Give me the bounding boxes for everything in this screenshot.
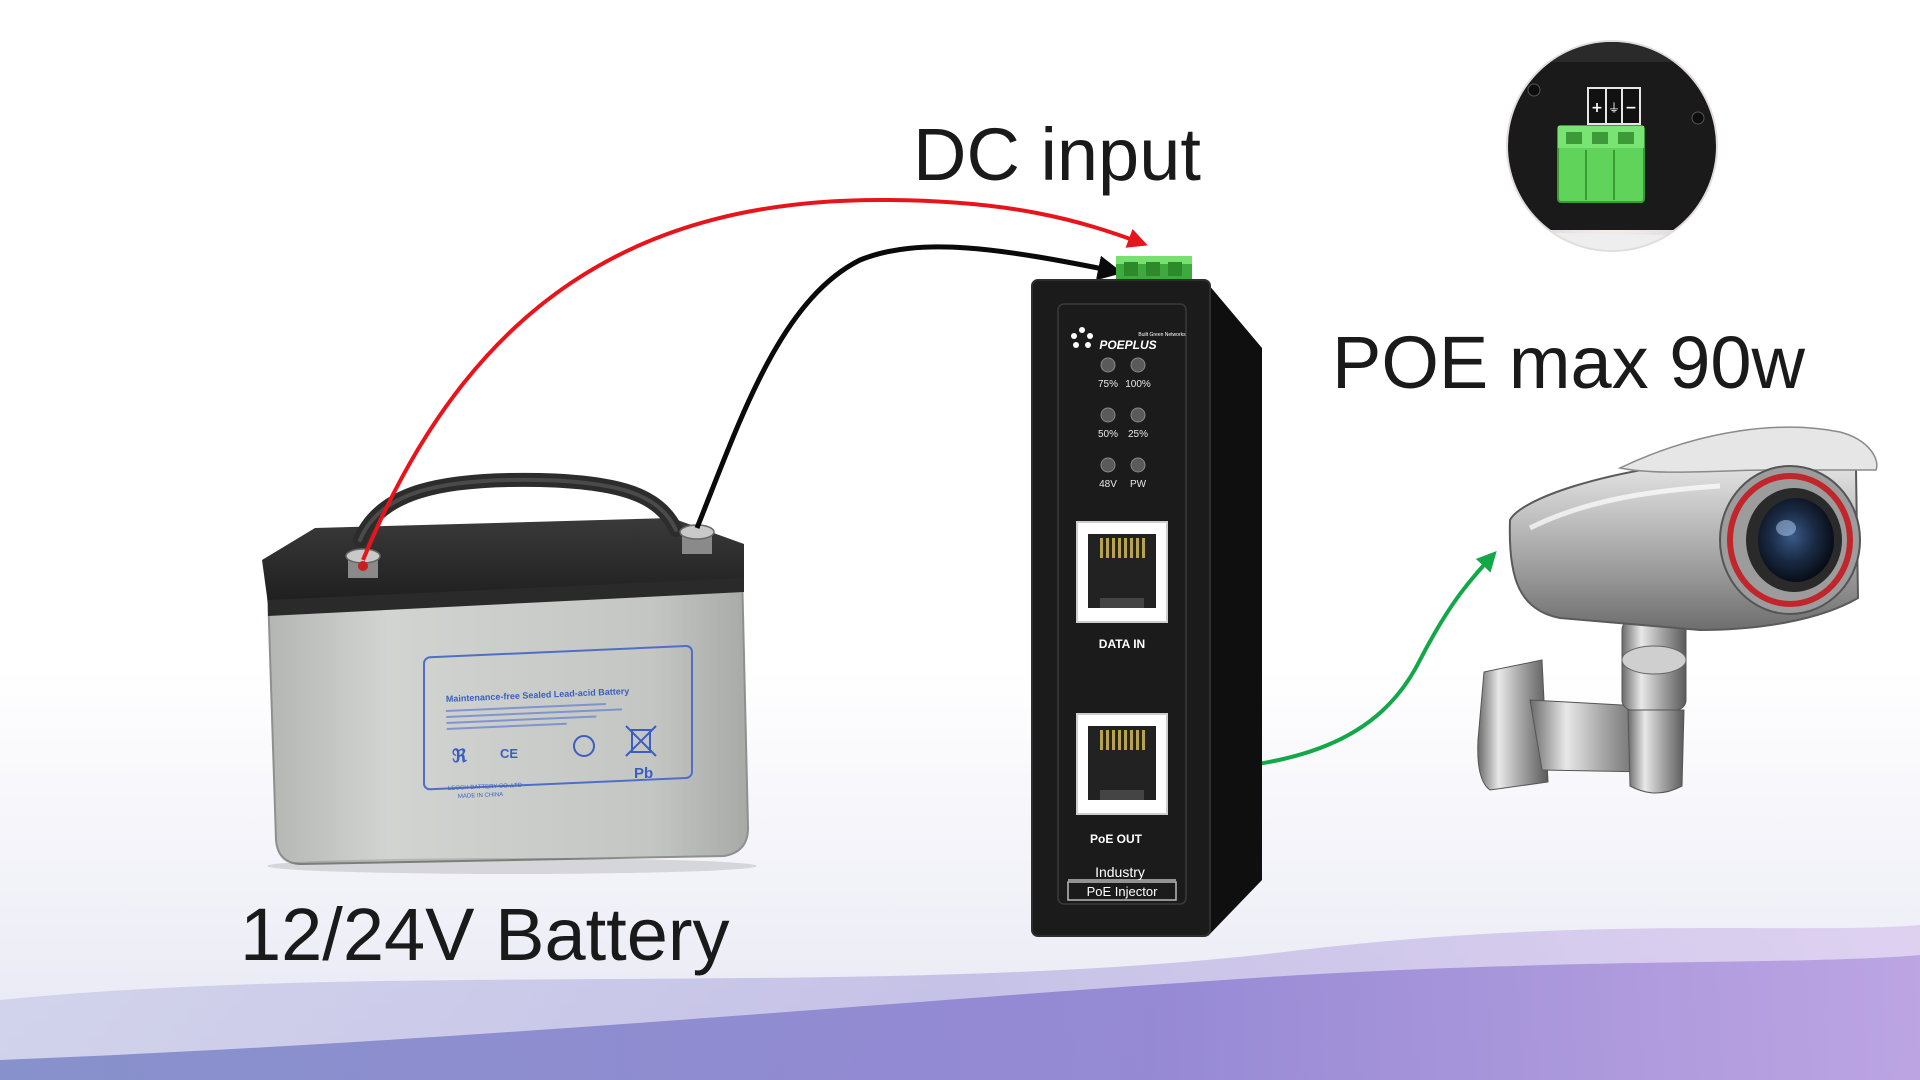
led-label-50: 50% (1098, 429, 1118, 440)
led-pw-icon (1131, 458, 1145, 472)
poe-out-port[interactable] (1077, 714, 1167, 814)
led-label-25: 25% (1128, 429, 1148, 440)
led-100-icon (1131, 358, 1145, 372)
led-label-48v: 48V (1099, 479, 1117, 490)
badge-line2: PoE Injector (1087, 884, 1158, 899)
battery-negative-terminal (680, 525, 714, 554)
data-in-port[interactable] (1077, 522, 1167, 622)
led-48v-icon (1101, 458, 1115, 472)
poe-out-label: PoE OUT (1090, 832, 1143, 846)
injector-brand: POEPLUS (1099, 338, 1156, 352)
led-label-75: 75% (1098, 379, 1118, 390)
battery-label: 12/24V Battery (240, 898, 730, 972)
battery-positive-terminal (346, 549, 380, 578)
terminal-minus: − (1625, 100, 1637, 116)
terminal-plus: + (1591, 100, 1603, 116)
terminal-ground-icon: ⏚ (1608, 101, 1620, 115)
poe-injector: Built Green Networks POEPLUS 75% 100% 50… (1032, 256, 1262, 936)
dc-input-label: DC input (913, 118, 1201, 192)
badge-line1: Industry (1095, 864, 1145, 880)
led-25-icon (1131, 408, 1145, 422)
ul-mark-icon: ℜ (452, 746, 467, 766)
battery-label-pb: Pb (634, 765, 653, 782)
led-50-icon (1101, 408, 1115, 422)
led-label-100: 100% (1125, 379, 1151, 390)
dc-terminal-block (1116, 256, 1192, 282)
battery-illustration: Maintenance-free Sealed Lead-acid Batter… (262, 480, 757, 874)
camera-lens-icon (1758, 498, 1834, 582)
battery-label-ce: CE (500, 746, 518, 761)
data-in-label: DATA IN (1099, 637, 1145, 651)
poe-max-label: POE max 90w (1332, 326, 1805, 400)
led-label-pw: PW (1130, 479, 1147, 490)
led-75-icon (1101, 358, 1115, 372)
